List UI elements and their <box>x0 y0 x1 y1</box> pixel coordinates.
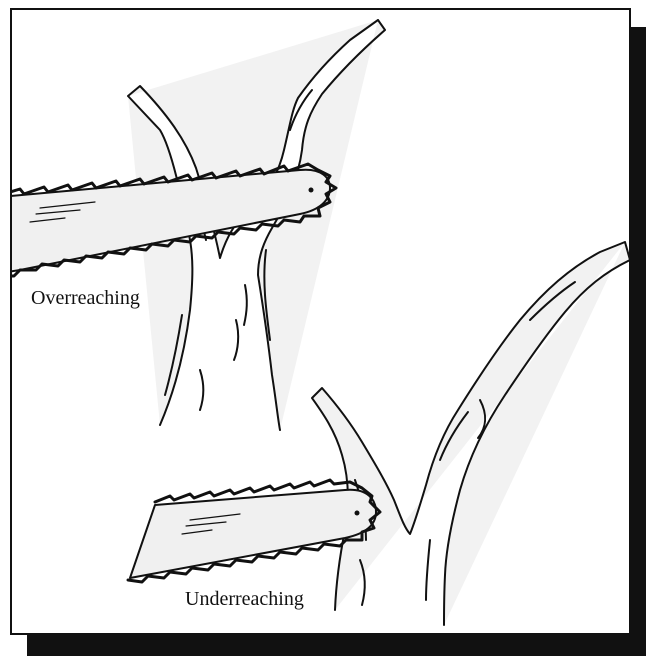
label-underreaching: Underreaching <box>185 588 304 611</box>
label-overreaching: Overreaching <box>31 287 140 310</box>
lower-tree <box>312 242 630 625</box>
